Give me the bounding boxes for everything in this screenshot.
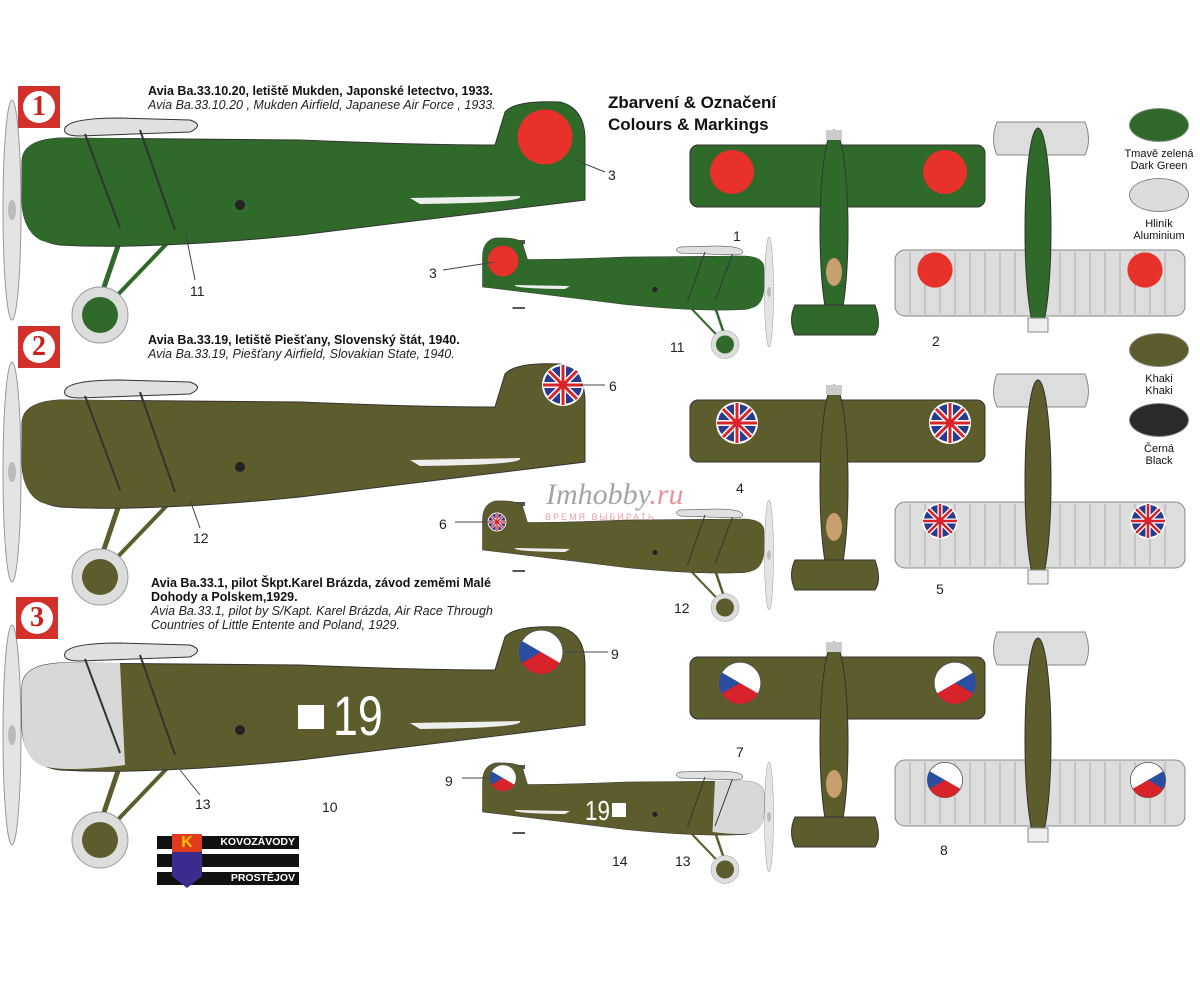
callout-number: 11 <box>190 283 205 299</box>
scheme-1-small-side-view <box>481 235 775 360</box>
scheme-3-caption-en: Avia Ba.33.1, pilot by S/Kapt. Karel Brá… <box>151 604 493 632</box>
callout-number: 2 <box>932 333 940 349</box>
callout-number: 3 <box>429 265 437 281</box>
legend-label-en: Khaki <box>1145 385 1173 397</box>
legend-label-cz: Hliník <box>1145 218 1173 230</box>
legend-label-cz: Černá <box>1144 443 1174 455</box>
legend-label-cz: Tmavě zelená <box>1124 148 1194 160</box>
callout-number: 11 <box>670 339 685 355</box>
callout-number: 10 <box>322 799 338 815</box>
scheme-1-side-view <box>3 100 585 343</box>
badge-number: 1 <box>23 91 55 123</box>
logo-mark: K <box>172 834 202 852</box>
callout-number: 12 <box>674 600 690 616</box>
callout-number: 13 <box>675 853 691 869</box>
callout-number: 14 <box>612 853 628 869</box>
color-swatch <box>1129 403 1189 437</box>
race-number-large: 19 <box>333 684 383 747</box>
scheme-1-caption-cz: Avia Ba.33.10.20, letiště Mukden, Japons… <box>148 84 493 98</box>
watermark-tld: .ru <box>649 478 684 511</box>
scheme-3-small-side-view <box>481 760 775 885</box>
race-number-small: 19 <box>585 795 610 826</box>
callout-number: 3 <box>608 167 616 183</box>
scheme-2-caption-en: Avia Ba.33.19, Piešťany Airfield, Slovak… <box>148 347 455 361</box>
badge-number: 2 <box>23 331 55 363</box>
scheme-3-caption-cz: Avia Ba.33.1, pilot Škpt.Karel Brázda, z… <box>151 576 491 604</box>
legend-khaki: Khaki Khaki <box>1118 333 1200 397</box>
scheme-3-side-view <box>3 625 585 868</box>
legend-label-cz: Khaki <box>1145 373 1173 385</box>
callout-number: 5 <box>936 581 944 597</box>
callout-number: 7 <box>736 744 744 760</box>
callout-number: 9 <box>611 646 619 662</box>
scheme-1-caption-en: Avia Ba.33.10.20 , Mukden Airfield, Japa… <box>148 98 496 112</box>
page-title-en: Colours & Markings <box>608 115 769 134</box>
callout-number: 4 <box>736 480 744 496</box>
scheme-2-side-view <box>3 362 585 605</box>
callout-number: 13 <box>195 796 211 812</box>
color-swatch <box>1129 333 1189 367</box>
watermark-slogan: ВРЕМЯ ВЫБИРАТЬ <box>545 512 656 522</box>
legend-black: Černá Black <box>1118 403 1200 467</box>
legend-label-en: Black <box>1145 455 1173 467</box>
logo-text-top: KOVOZÁVODY <box>220 836 295 848</box>
scheme-badge-2: 2 <box>18 326 60 368</box>
legend-label-en: Aluminium <box>1133 230 1185 242</box>
scheme-badge-1: 1 <box>18 86 60 128</box>
page-title-cz: Zbarvení & Označení <box>608 93 777 112</box>
callout-number: 12 <box>193 530 209 546</box>
kovozavody-logo: KOVOZÁVODY PROSTĚJOV K <box>157 834 299 888</box>
scheme-badge-3: 3 <box>16 597 58 639</box>
watermark-name: Imhobby <box>546 478 650 511</box>
callout-number: 8 <box>940 842 948 858</box>
logo-text-bottom: PROSTĚJOV <box>230 872 295 884</box>
callout-number: 1 <box>733 228 741 244</box>
callout-number: 6 <box>439 516 447 532</box>
legend-label-en: Dark Green <box>1130 160 1188 172</box>
callout-lines <box>179 159 608 796</box>
watermark: Imhobby.ru <box>546 478 684 512</box>
scheme-2-caption-cz: Avia Ba.33.19, letiště Piešťany, Slovens… <box>148 333 460 347</box>
color-swatch <box>1129 108 1189 142</box>
badge-number: 3 <box>21 602 53 634</box>
callout-number: 9 <box>445 773 453 789</box>
legend-aluminium: Hliník Aluminium <box>1118 178 1200 242</box>
callout-number: 6 <box>609 378 617 394</box>
legend-dark-green: Tmavě zelená Dark Green <box>1118 108 1200 172</box>
color-swatch <box>1129 178 1189 212</box>
